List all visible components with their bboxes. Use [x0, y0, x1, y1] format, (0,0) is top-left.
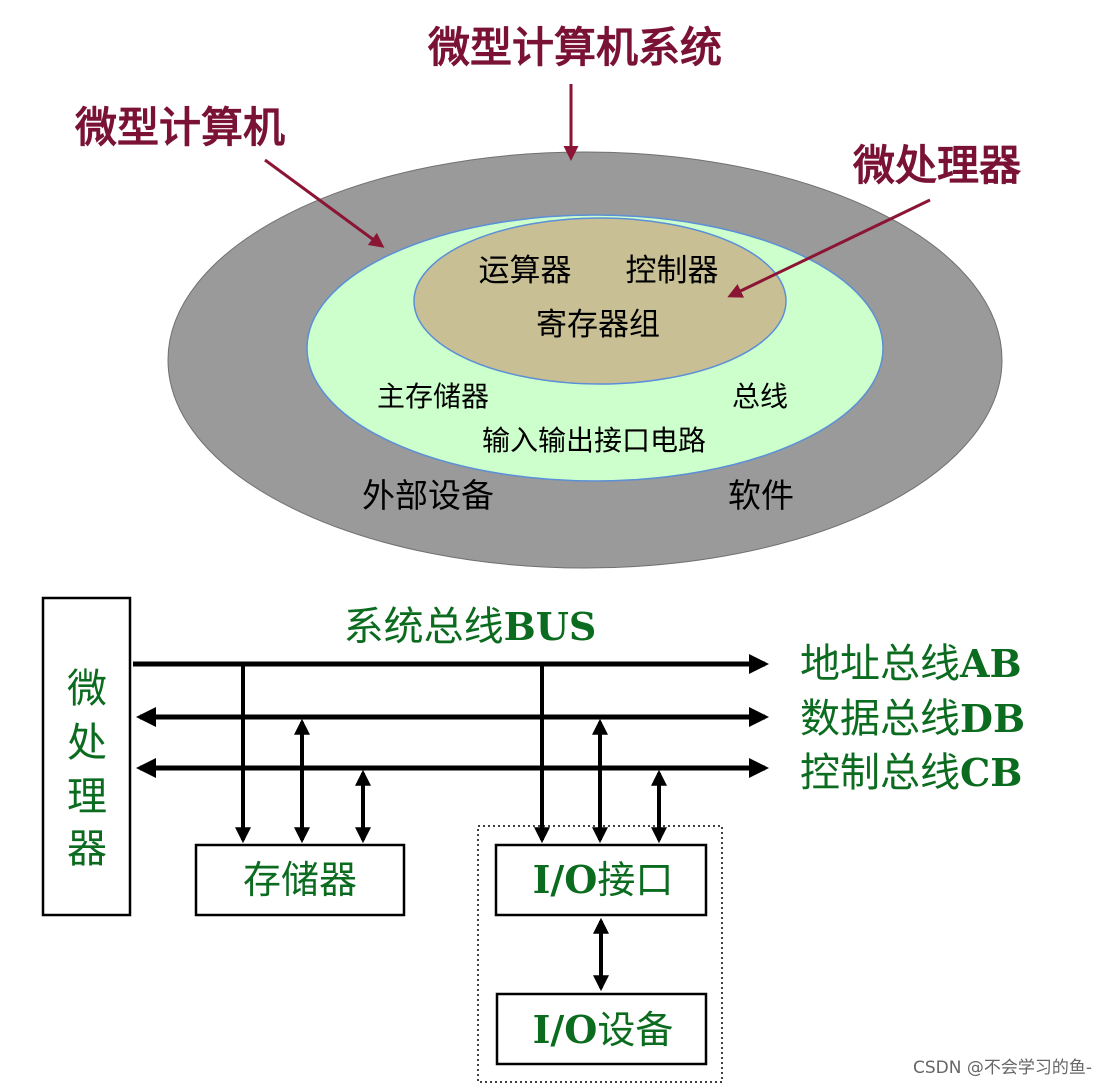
io-device-label: I/O设备: [533, 1007, 674, 1052]
data-bus-label: 数据总线DB: [800, 696, 1025, 742]
processor-label: 微处理器: [852, 141, 1022, 190]
io-device-box: [495, 992, 708, 1066]
io-interface-box: [494, 843, 708, 917]
peripherals-label: 外部设备: [362, 476, 494, 515]
system-bus-prefix: 系统总线: [344, 604, 504, 650]
control-bus-label: 控制总线CB: [800, 750, 1022, 796]
cpu-box-char-1: 微: [67, 666, 107, 712]
io-circuit-label: 输入输出接口电路: [482, 424, 706, 457]
system-bus-title: 系统总线BUS: [344, 604, 597, 650]
controller-label: 控制器: [626, 253, 719, 289]
memory-box: [194, 843, 406, 917]
cpu-box: [41, 596, 132, 917]
system-hierarchy-ellipses: [167, 151, 1003, 569]
computer-label: 微型计算机: [74, 103, 285, 152]
io-interface-label: I/O接口: [533, 857, 674, 902]
system-label: 微型计算机系统: [427, 23, 722, 72]
address-bus-label: 地址总线AB: [800, 641, 1022, 687]
processor-ellipse: [413, 217, 787, 385]
control-bus-prefix: 控制总线: [800, 750, 960, 796]
system-bus-suffix: BUS: [504, 604, 597, 649]
main-memory-label: 主存储器: [377, 380, 489, 413]
address-bus-prefix: 地址总线: [800, 641, 960, 687]
cpu-box-char-4: 器: [67, 826, 107, 872]
io-device-prefix: I/O: [533, 1007, 598, 1052]
data-bus-suffix: DB: [960, 696, 1025, 741]
bus-label: 总线: [732, 380, 788, 413]
memory-label: 存储器: [243, 858, 357, 902]
io-interface-suffix: 接口: [597, 858, 673, 902]
address-bus-suffix: AB: [959, 641, 1022, 686]
data-bus-prefix: 数据总线: [800, 696, 960, 742]
processor-pointer-arrow: [727, 198, 931, 298]
alu-label: 运算器: [479, 253, 572, 289]
watermark: CSDN @不会学习的鱼-: [913, 1058, 1092, 1078]
software-label: 软件: [728, 476, 794, 515]
control-bus-suffix: CB: [960, 750, 1022, 795]
computer-pointer-arrow: [264, 158, 385, 248]
cpu-box-char-2: 处: [67, 720, 107, 766]
bus-block-diagram: 微 处 理 器 系统总线BUS 地址总线AB 数据总线DB 控制总线CB 存储器: [41, 596, 1025, 1083]
io-interface-prefix: I/O: [533, 857, 598, 902]
cpu-box-char-3: 理: [67, 774, 107, 820]
io-device-suffix: 设备: [597, 1008, 673, 1052]
registers-label: 寄存器组: [536, 307, 660, 343]
